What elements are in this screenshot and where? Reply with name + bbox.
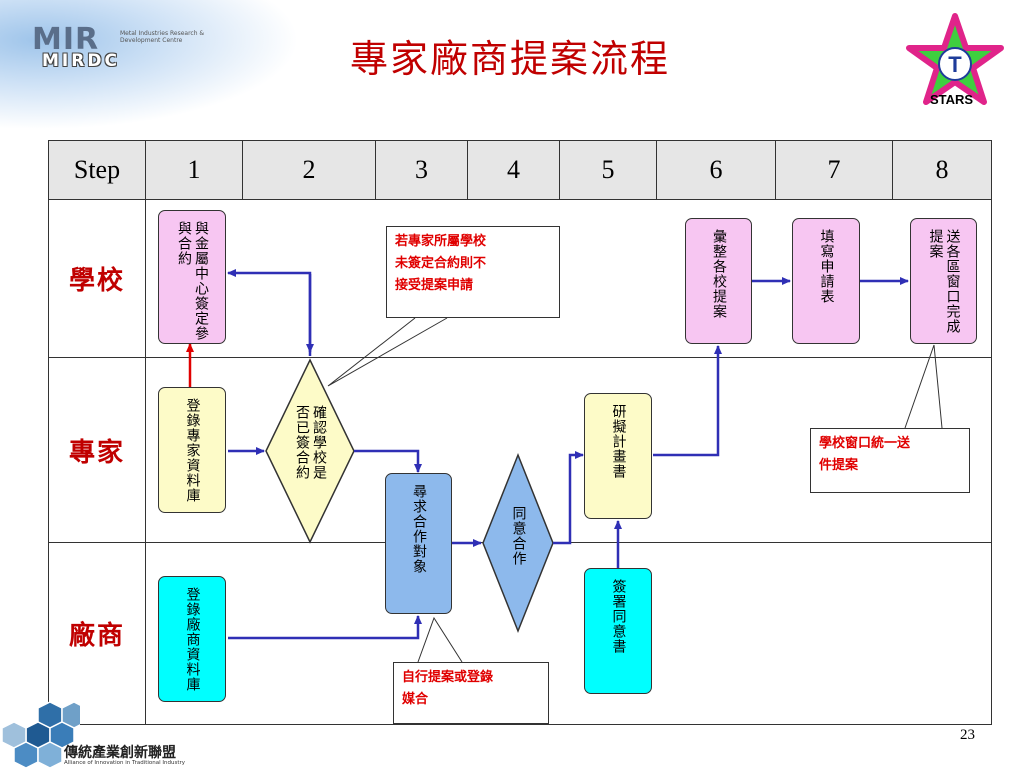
- submit-window-node: 送各區窗口完成提案: [910, 218, 977, 344]
- arrow-draft-to-collect: [653, 345, 722, 457]
- step-6: 6: [656, 140, 776, 200]
- confirm-contract-diamond: [265, 358, 355, 544]
- mir-logo-text: MIR: [32, 22, 100, 57]
- lane-label-expert: 專家: [48, 357, 146, 543]
- collect-proposals-node: 彙整各校提案: [685, 218, 752, 344]
- callout-pointer-school-window: [904, 344, 943, 429]
- callout-pointer-self-propose: [417, 616, 463, 663]
- vendor-register-node: 登錄廠商資料庫: [158, 576, 226, 702]
- step-7: 7: [775, 140, 893, 200]
- collect-proposals-text: 彙整各校提案: [711, 229, 727, 319]
- stars-letter: T: [948, 52, 962, 77]
- lane-vendor: 廠商: [48, 542, 992, 725]
- step-5: 5: [559, 140, 657, 200]
- submit-window-text: 送各區窗口完成提案: [927, 229, 961, 334]
- callout-pointer-no-contract: [327, 317, 448, 387]
- mirdc-fine-1: Metal Industries Research &: [120, 30, 205, 37]
- step-2: 2: [242, 140, 376, 200]
- page-number: 23: [960, 727, 975, 743]
- arrow-agree-to-draft: [553, 451, 584, 545]
- school-contract-node: 與金屬中心簽定參與合約: [158, 210, 226, 344]
- fill-form-node: 填寫申請表: [792, 218, 860, 344]
- page-title: 專家廠商提案流程: [349, 37, 670, 81]
- stars-label: STARS: [930, 92, 974, 107]
- header-background: [0, 0, 300, 130]
- sign-agreement-text: 簽署同意書: [610, 579, 627, 654]
- step-3: 3: [375, 140, 468, 200]
- draft-plan-text: 研擬計畫書: [610, 404, 627, 479]
- sign-agreement-node: 簽署同意書: [584, 568, 652, 694]
- confirm-contract-label: 確認學校是否已簽合約: [294, 405, 327, 480]
- fill-form-text: 填寫申請表: [818, 229, 835, 304]
- swimlane-table: Step 1 2 3 4 5 6 7 8 學校 專家 廠商: [48, 140, 992, 725]
- mirdc-logo: MIR MIRDC Metal Industries Research & De…: [32, 22, 204, 71]
- footer-logo-text: 傳統產業創新聯盟: [64, 745, 176, 761]
- step-8: 8: [892, 140, 992, 200]
- school-contract-text: 與金屬中心簽定參與合約: [176, 221, 209, 341]
- agree-coop-label: 同意合作: [510, 506, 527, 566]
- expert-register-text: 登錄專家資料庫: [184, 398, 201, 503]
- mirdc-fine-2: Development Centre: [120, 37, 183, 44]
- callout-school-window: 學校窗口統一送 件提案: [810, 428, 970, 493]
- step-1: 1: [145, 140, 243, 200]
- hexagon-logo-icon: [1, 701, 80, 769]
- arrow-vendor-to-find: [228, 615, 422, 640]
- arrow-confirm-to-find: [354, 449, 422, 473]
- draft-plan-node: 研擬計畫書: [584, 393, 652, 519]
- agree-coop-diamond: [482, 452, 554, 634]
- lane-label-school: 學校: [48, 199, 146, 358]
- footer-logo-subtext: Alliance of Innovation in Traditional In…: [64, 760, 186, 766]
- find-partner-node: 尋求合作對象: [385, 473, 452, 614]
- expert-register-node: 登錄專家資料庫: [158, 387, 226, 513]
- callout-no-contract: 若專家所屬學校 未簽定合約則不 接受提案申請: [386, 226, 560, 318]
- lane-label-vendor: 廠商: [48, 542, 146, 725]
- mirdc-logo-text: MIRDC: [42, 51, 120, 71]
- find-partner-text: 尋求合作對象: [411, 484, 427, 574]
- callout-self-propose: 自行提案或登錄 媒合: [393, 662, 549, 724]
- vendor-register-text: 登錄廠商資料庫: [184, 587, 201, 692]
- arrow-confirm-to-school-contract: [227, 269, 312, 356]
- stars-logo: T: [906, 13, 1004, 105]
- lane-expert: 專家: [48, 357, 992, 543]
